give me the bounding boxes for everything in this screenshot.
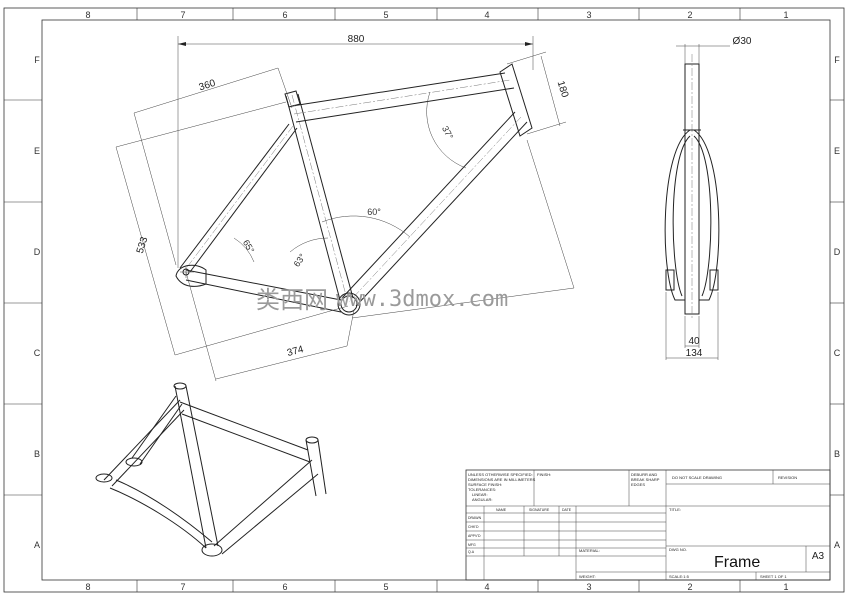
dim-top-length: 880 xyxy=(348,34,365,45)
zone-right: D xyxy=(834,247,841,257)
zone-left: C xyxy=(34,348,41,358)
tb-finish: FINISH: xyxy=(537,472,551,477)
dim-tube-dia: Ø30 xyxy=(733,36,752,47)
title-block: UNLESS OTHERWISE SPECIFIED: DIMENSIONS A… xyxy=(465,469,831,581)
zone-bottom: 8 xyxy=(85,582,90,592)
dim-head-tube: 180 xyxy=(555,80,571,100)
zone-left: A xyxy=(34,540,40,550)
tb-title-label: TITLE: xyxy=(669,507,681,512)
zone-top: 1 xyxy=(783,10,788,20)
sheet-size: A3 xyxy=(812,551,825,562)
tb-row-qa: Q.A xyxy=(468,550,475,554)
head-tube xyxy=(499,63,533,137)
tb-do-not-scale: DO NOT SCALE DRAWING xyxy=(672,475,722,480)
zone-top: 3 xyxy=(586,10,591,20)
chain-stay xyxy=(185,269,342,313)
tb-row-drawn: DRAWN xyxy=(468,516,482,520)
tb-note-3: TOLERANCES: xyxy=(468,487,496,492)
watermark-cn: 类西网 xyxy=(256,286,328,314)
tb-col-signature: SIGNATURE xyxy=(529,508,550,512)
tb-deburr-0: DEBURR AND xyxy=(631,472,657,477)
zone-left: E xyxy=(34,146,40,156)
inner-border xyxy=(41,19,831,581)
tb-row-appvd: APPV'D xyxy=(468,534,481,538)
zone-top: 7 xyxy=(180,10,185,20)
tb-note-1: DIMENSIONS ARE IN MILLIMETERS xyxy=(468,477,536,482)
zone-bottom: 4 xyxy=(484,582,489,592)
zone-bottom: 2 xyxy=(687,582,692,592)
zone-right: A xyxy=(834,540,840,550)
dim-seat-tube: 533 xyxy=(135,235,151,255)
tb-note-2: SURFACE FINISH: xyxy=(468,482,502,487)
dim-bb-outer: 134 xyxy=(686,348,703,359)
bottom-bracket xyxy=(337,292,361,316)
zone-right: C xyxy=(834,348,841,358)
side-view xyxy=(175,63,533,316)
zone-left: B xyxy=(34,449,40,459)
zone-top: 5 xyxy=(383,10,388,20)
dim-chainstay: 374 xyxy=(286,344,305,359)
tb-weight-label: WEIGHT: xyxy=(579,574,596,579)
tb-note-5: ANGULAR: xyxy=(472,497,492,502)
zone-labels: 8 7 6 5 4 3 2 1 8 7 6 5 4 3 2 1 F E D C … xyxy=(34,10,841,592)
dimensions-front: Ø30 40 134 xyxy=(665,36,752,360)
dimensions-side: 880 360 180 533 374 37° 60° 63° 65° xyxy=(115,34,575,382)
zone-bottom: 5 xyxy=(383,582,388,592)
zone-bottom: 3 xyxy=(586,582,591,592)
down-tube xyxy=(341,111,528,307)
tb-note-0: UNLESS OTHERWISE SPECIFIED: xyxy=(468,472,533,477)
outer-border xyxy=(3,7,845,593)
zone-right: F xyxy=(834,55,840,65)
front-view xyxy=(664,54,720,320)
zone-top: 2 xyxy=(687,10,692,20)
tb-deburr-1: BREAK SHARP xyxy=(631,477,660,482)
zone-top: 8 xyxy=(85,10,90,20)
seat-stay xyxy=(179,123,298,273)
angle-down-seat: 60° xyxy=(367,207,381,217)
tb-row-chkd: CHK'D xyxy=(468,525,479,529)
top-tube xyxy=(291,72,515,123)
dim-bb-inner: 40 xyxy=(688,336,700,347)
zone-right: E xyxy=(834,146,840,156)
tb-sheet-label: SHEET 1 OF 1 xyxy=(760,574,787,579)
zone-bottom: 1 xyxy=(783,582,788,592)
zone-left: D xyxy=(34,247,41,257)
zone-left: F xyxy=(34,55,40,65)
zone-top: 6 xyxy=(282,10,287,20)
zone-ticks xyxy=(4,8,844,592)
tb-deburr-2: EDGES xyxy=(631,482,645,487)
isometric-view xyxy=(95,382,327,557)
watermark: 类西网 www.3dmox.com xyxy=(256,286,508,314)
watermark-url: www.3dmox.com xyxy=(336,287,508,312)
tb-col-name: NAME xyxy=(496,508,507,512)
zone-bottom: 7 xyxy=(180,582,185,592)
tb-scale-label: SCALE:1:5 xyxy=(669,574,690,579)
dim-top-tube: 360 xyxy=(198,78,218,94)
tb-col-date: DATE xyxy=(562,508,572,512)
zone-bottom: 6 xyxy=(282,582,287,592)
part-name: Frame xyxy=(714,554,760,571)
tb-row-mfg: MFG xyxy=(468,543,476,547)
tb-dwg-no-label: DWG NO. xyxy=(669,547,687,552)
zone-top: 4 xyxy=(484,10,489,20)
tb-revision: REVISION xyxy=(778,475,797,480)
tb-note-4: LINEAR: xyxy=(472,492,488,497)
tb-material-label: MATERIAL: xyxy=(579,548,600,553)
zone-right: B xyxy=(834,449,840,459)
